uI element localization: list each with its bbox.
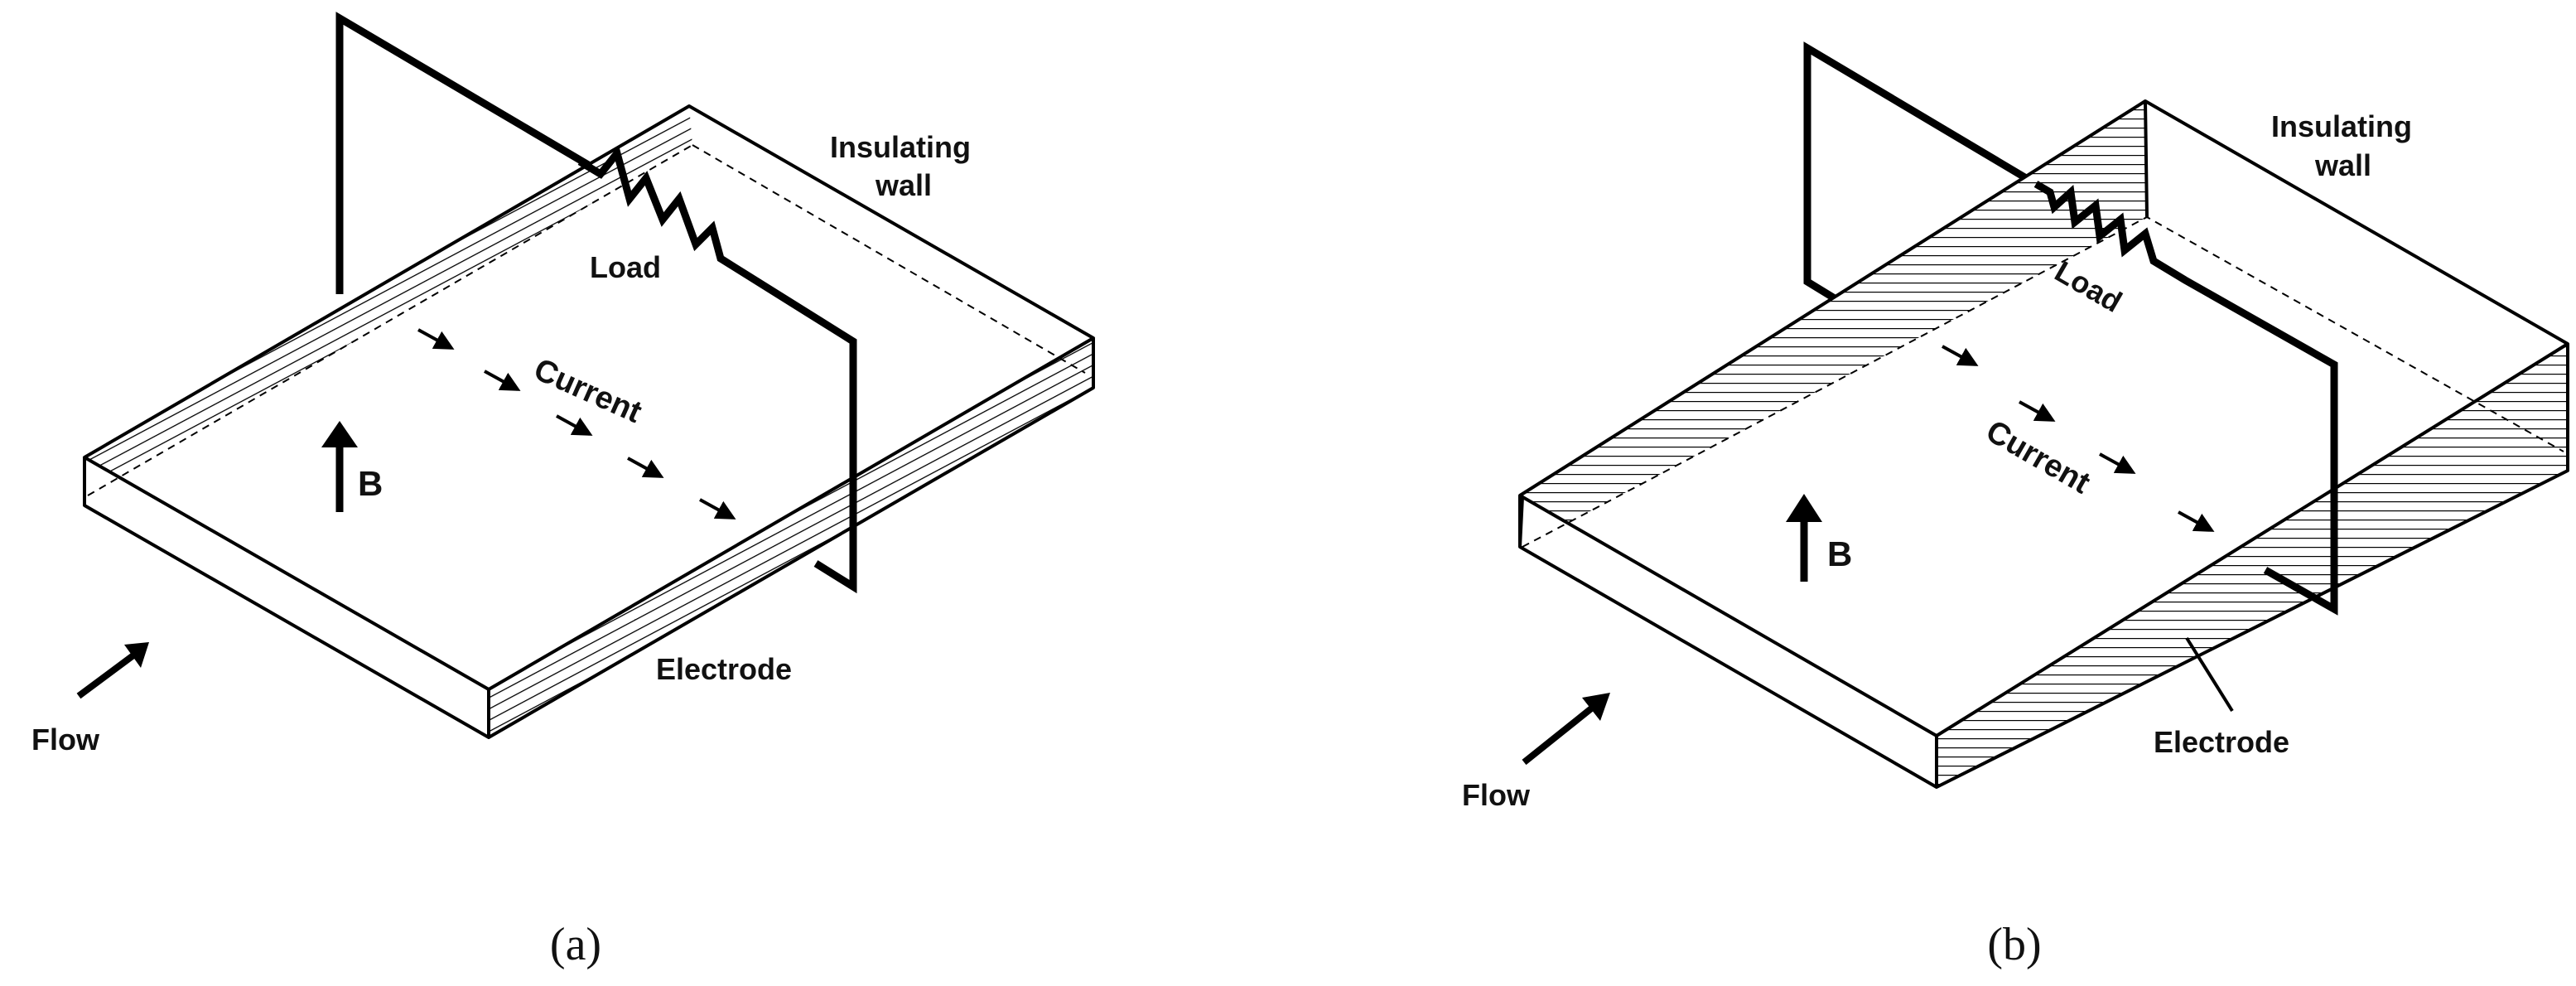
flow-arrow-a bbox=[76, 642, 149, 699]
slab-outline-a bbox=[83, 104, 1095, 739]
label-insulating-b: Insulating bbox=[2271, 109, 2412, 143]
electrode-right-wedge-b bbox=[1937, 344, 2568, 787]
label-b-a: B bbox=[358, 464, 383, 503]
electrode-leader-b bbox=[2185, 636, 2234, 713]
label-flow-b: Flow bbox=[1462, 778, 1531, 812]
b-field-arrow-b bbox=[1786, 494, 1822, 582]
caption-b: (b) bbox=[1987, 919, 2041, 970]
label-wall-a: wall bbox=[875, 168, 932, 202]
caption-a: (a) bbox=[550, 919, 601, 970]
hidden-edge-a bbox=[87, 144, 1086, 496]
flow-arrow-b bbox=[1522, 693, 1610, 766]
slab-front-face-b bbox=[1520, 495, 1937, 787]
load-resistor-b bbox=[2033, 181, 2338, 616]
label-b-b: B bbox=[1827, 534, 1852, 573]
current-arrows-b bbox=[1942, 345, 2215, 532]
load-resistor-a bbox=[577, 145, 857, 594]
label-insulating-a: Insulating bbox=[830, 130, 971, 164]
label-electrode-b: Electrode bbox=[2154, 725, 2289, 759]
slab-top-a bbox=[84, 106, 1093, 689]
label-electrode-a: Electrode bbox=[656, 652, 792, 686]
slab-front-face-a bbox=[84, 457, 489, 737]
electrode-top-band-a bbox=[84, 106, 692, 495]
hidden-edge-b bbox=[1522, 215, 2564, 548]
label-load-a: Load bbox=[590, 250, 661, 284]
slab-top-b bbox=[1520, 139, 2568, 736]
circuit-back-a bbox=[335, 12, 592, 294]
slab-outline-b bbox=[1518, 99, 2569, 789]
electrode-front-face-a bbox=[489, 338, 1093, 737]
b-field-arrow-a bbox=[321, 421, 358, 512]
circuit-back-b bbox=[1803, 41, 2047, 303]
electrode-left-wall-b bbox=[1520, 101, 2147, 547]
panel-a: Insulating wall Load Current B Electrode… bbox=[31, 12, 1095, 970]
panel-b: Insulating wall Load Current B Electrode… bbox=[1462, 41, 2569, 970]
label-flow-a: Flow bbox=[31, 723, 100, 756]
label-wall-b: wall bbox=[2314, 148, 2371, 182]
current-arrows-a bbox=[417, 328, 736, 520]
